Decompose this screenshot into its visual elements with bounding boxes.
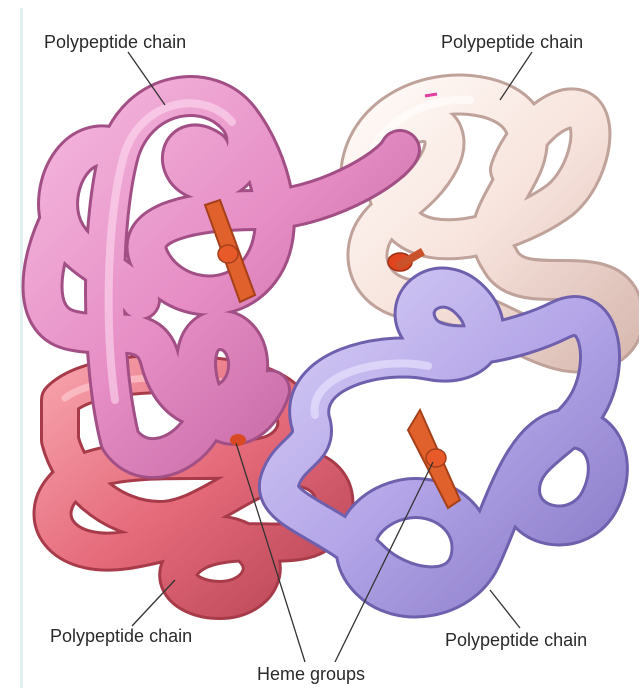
label-polypeptide-chain-bottom-left: Polypeptide chain	[50, 626, 192, 647]
leader-line-bottom-right	[490, 590, 520, 628]
label-polypeptide-chain-top-left: Polypeptide chain	[44, 32, 186, 53]
label-polypeptide-chain-bottom-right: Polypeptide chain	[445, 630, 587, 651]
magenta-mark	[425, 94, 437, 96]
leader-line-bottom-left	[132, 580, 175, 626]
label-polypeptide-chain-top-right: Polypeptide chain	[441, 32, 583, 53]
polypeptide-chain-bottom-right	[279, 288, 608, 598]
label-heme-groups: Heme groups	[257, 664, 365, 685]
heme-group-bottom-left	[230, 434, 246, 446]
